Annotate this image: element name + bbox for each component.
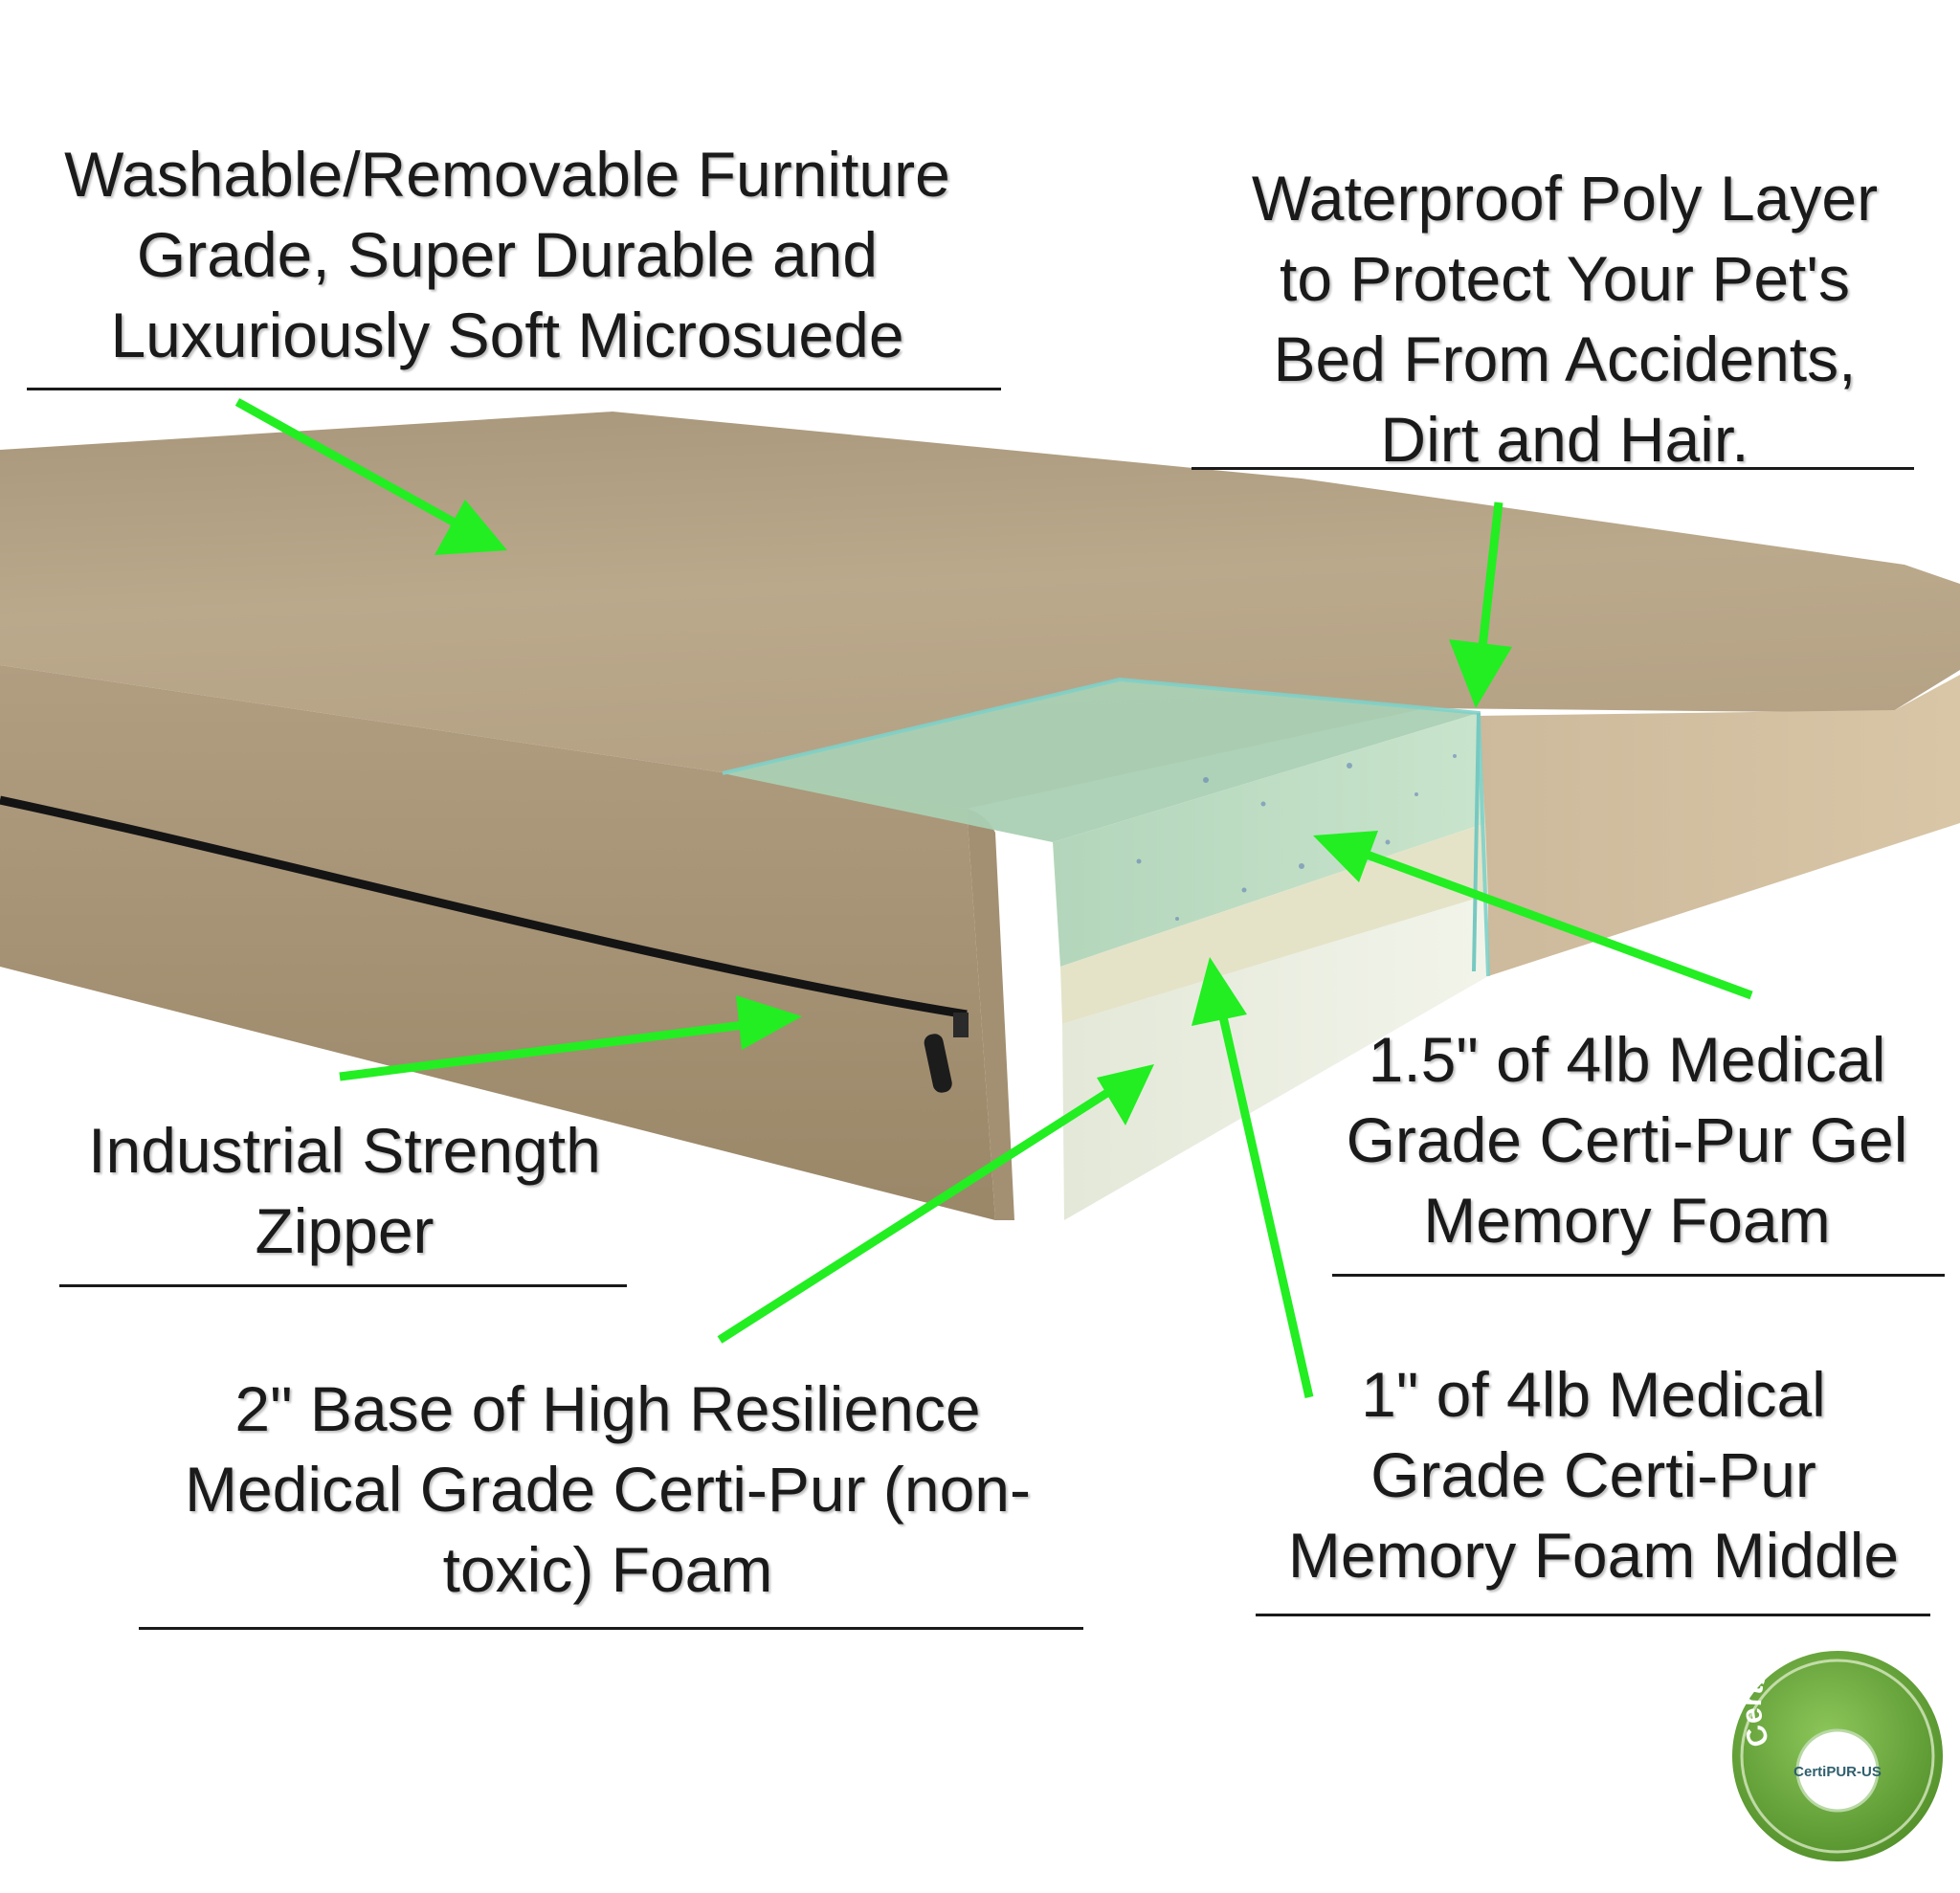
callout-line: Grade, Super Durable and bbox=[136, 219, 879, 290]
middle-foam-callout: 1" of 4lb Medical Grade Certi-Pur Memory… bbox=[1235, 1354, 1952, 1595]
callout-underline bbox=[1332, 1274, 1945, 1277]
callout-underline bbox=[27, 388, 1001, 390]
gel-memory-foam-top bbox=[723, 679, 1479, 842]
callout-line: Grade Certi-Pur bbox=[1370, 1439, 1816, 1510]
memory-foam-middle-layer bbox=[1060, 823, 1488, 1024]
base-foam-layer bbox=[1062, 895, 1488, 1220]
zipper-pull-icon bbox=[924, 1013, 969, 1093]
base-foam-callout: 2" Base of High Resilience Medical Grade… bbox=[115, 1369, 1101, 1610]
callout-line: Zipper bbox=[255, 1195, 434, 1266]
gel-speckles bbox=[1136, 754, 1457, 921]
callout-line: 1.5" of 4lb Medical bbox=[1368, 1024, 1886, 1095]
foam-cutaway bbox=[722, 677, 1490, 1220]
callout-underline bbox=[1192, 467, 1914, 470]
callout-line: Waterproof Poly Layer bbox=[1251, 163, 1879, 234]
waterproof-callout: Waterproof Poly Layer to Protect Your Pe… bbox=[1187, 158, 1943, 479]
callout-line: Dirt and Hair. bbox=[1380, 404, 1749, 475]
certipur-badge-icon: CertiPUR Certified CertiPUR-US bbox=[1732, 1603, 1943, 1861]
callout-line: Washable/Removable Furniture bbox=[64, 139, 950, 210]
arrow-icon bbox=[717, 1064, 1154, 1344]
mattress-right-side bbox=[1474, 675, 1960, 976]
callout-arrows bbox=[234, 398, 1753, 1398]
arrow-icon bbox=[234, 398, 507, 555]
callout-underline bbox=[59, 1284, 627, 1287]
callout-line: Medical Grade Certi-Pur (non- bbox=[185, 1454, 1031, 1525]
callout-line: to Protect Your Pet's bbox=[1280, 243, 1850, 314]
callout-line: 2" Base of High Resilience bbox=[234, 1373, 981, 1444]
callout-line: Bed From Accidents, bbox=[1273, 323, 1857, 394]
gel-memory-foam-layer bbox=[1053, 713, 1485, 967]
arrow-icon bbox=[339, 995, 802, 1081]
callout-line: Luxuriously Soft Microsuede bbox=[110, 300, 904, 370]
callout-line: Industrial Strength bbox=[88, 1115, 601, 1186]
poly-film-edge bbox=[1472, 712, 1481, 972]
mattress-top-surface bbox=[0, 412, 1960, 809]
callout-line: Memory Foam bbox=[1423, 1185, 1831, 1256]
arrow-icon bbox=[1449, 501, 1512, 708]
zipper-track bbox=[0, 795, 968, 1019]
mattress-front-side bbox=[0, 665, 995, 1220]
zipper-callout: Industrial Strength Zipper bbox=[38, 1110, 651, 1271]
pet-bed-mattress bbox=[0, 412, 1960, 1220]
callout-underline bbox=[1256, 1614, 1930, 1616]
gel-foam-callout: 1.5" of 4lb Medical Grade Certi-Pur Gel … bbox=[1302, 1019, 1952, 1260]
mattress-corner bbox=[967, 809, 1014, 1220]
badge-center-text: CertiPUR-US bbox=[1793, 1764, 1882, 1780]
callout-line: Grade Certi-Pur Gel bbox=[1346, 1104, 1908, 1175]
waterproof-poly-film bbox=[722, 677, 1490, 977]
callout-line: 1" of 4lb Medical bbox=[1361, 1359, 1826, 1430]
cover-callout: Washable/Removable Furniture Grade, Supe… bbox=[10, 134, 1005, 375]
callout-underline bbox=[139, 1627, 1083, 1630]
arrow-icon bbox=[1313, 831, 1753, 1000]
arrow-icon bbox=[1192, 957, 1314, 1398]
callout-line: toxic) Foam bbox=[442, 1534, 773, 1605]
callout-line: Memory Foam Middle bbox=[1287, 1520, 1900, 1591]
